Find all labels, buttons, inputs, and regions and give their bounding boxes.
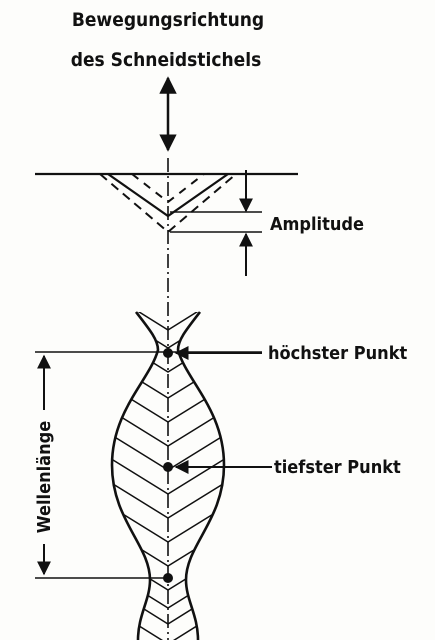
lowest-point-dot (163, 462, 173, 472)
cell-outline-left (110, 311, 160, 640)
cell-outline-right (176, 311, 226, 640)
next-highest-point-dot (163, 573, 173, 583)
highest-point-label: höchster Punkt (268, 343, 407, 364)
stylus-cut-solid (107, 173, 229, 218)
title-line-2: des Schneidstichels (71, 49, 262, 71)
highest-point-dot (163, 348, 173, 358)
amplitude-label: Amplitude (270, 214, 364, 235)
wavelength-label: Wellenlänge (34, 421, 55, 533)
stylus-cut-short-dashes (131, 173, 205, 204)
lowest-point-label: tiefster Punkt (274, 457, 401, 478)
title-line-1: Bewegungsrichtung (72, 9, 264, 31)
